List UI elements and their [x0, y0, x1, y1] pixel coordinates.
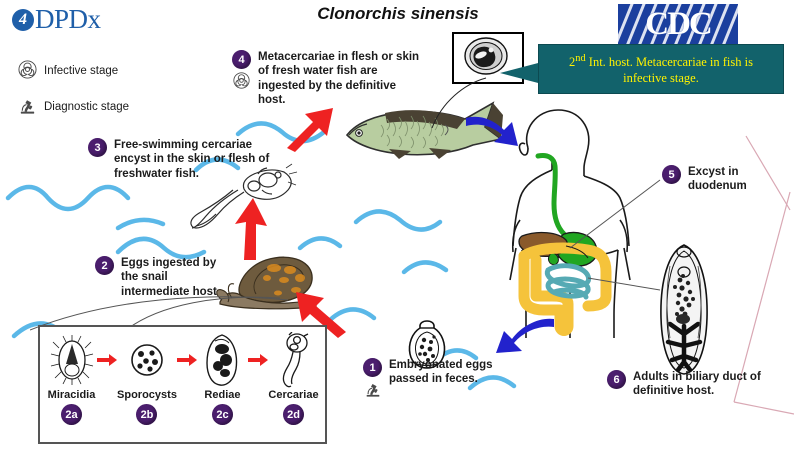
step-4: 4 Metacercariae in flesh or skin of fres…: [232, 50, 422, 108]
step-6-text: Adults in biliary duct of definitive hos…: [633, 371, 761, 398]
callout-bubble: 2nd Int. host. Metacercariae in fish is …: [538, 44, 784, 94]
fish-illustration: [345, 101, 503, 159]
step-1-markers: 1: [363, 358, 382, 403]
legend-item-infective-stage: Infective stage: [18, 60, 118, 82]
sporocyst-illustration: [117, 332, 177, 388]
dpdx-logo: 4 DPDx: [12, 6, 101, 33]
inset-arrow-2-icon: [176, 332, 197, 388]
step-4-markers: 4: [232, 50, 251, 94]
human-body-digestive-system-illustration: [509, 109, 661, 338]
red-arrow-cercaria-to-fish: [287, 108, 333, 152]
snail-stage-rediae: Rediae 2c: [197, 332, 248, 425]
callout-tail: [500, 62, 542, 84]
step-5: 5 Excyst in duodenum: [662, 165, 782, 194]
inset-arrow-1-icon: [97, 332, 118, 388]
blue-arrow-fish-to-human: [466, 116, 518, 146]
cdc-wordmark: CDC: [645, 5, 713, 42]
callout-ordinal-suffix: nd: [575, 52, 586, 64]
step-6-number: 6: [607, 370, 626, 389]
biohazard-icon: [233, 72, 250, 94]
adult-fluke-illustration: [660, 244, 708, 375]
free-swimming-cercaria-illustration: [190, 163, 298, 229]
step-2-text: Eggs ingested by the snail intermediate …: [121, 257, 221, 298]
legend-label-diagnostic-stage: Diagnostic stage: [44, 101, 130, 113]
callout-prefix: 2: [569, 54, 576, 69]
snail-stage-number: 2a: [61, 404, 83, 425]
blue-arrow-human-to-eggs: [496, 318, 554, 353]
step-4-number: 4: [232, 50, 251, 69]
microscope-icon: [18, 96, 37, 118]
water-waves-decoration: [5, 121, 449, 347]
cdc-logo: CDC: [618, 4, 738, 44]
step-2-number: 2: [95, 256, 114, 275]
snail-stage-sporocysts: Sporocysts 2b: [117, 332, 177, 425]
biohazard-icon: [18, 60, 37, 82]
snail-stage-number: 2c: [211, 404, 233, 425]
cercaria-illustration: [268, 332, 319, 388]
snail-stage-label: Sporocysts: [117, 389, 177, 401]
snail-stage-label: Rediae: [204, 389, 241, 401]
snail-stage-miracidia: Miracidia 2a: [46, 332, 97, 425]
callout-rest: Int. host. Metacercariae in fish is infe…: [585, 54, 753, 85]
microscope-icon: [364, 380, 382, 403]
embryonated-egg-illustration: [408, 320, 446, 369]
step-5-number: 5: [662, 165, 681, 184]
dpdx-wordmark: DPDx: [35, 4, 101, 34]
step-2: 2 Eggs ingested by the snail intermediat…: [95, 256, 230, 299]
callout-text: 2nd Int. host. Metacercariae in fish is …: [539, 45, 783, 93]
miracidium-illustration: [46, 332, 97, 388]
step-6: 6 Adults in biliary duct of definitive h…: [607, 370, 787, 399]
snail-box-connector-lines: [30, 296, 289, 331]
snail-illustration: [216, 256, 317, 310]
cyst-pointer-line: [431, 77, 487, 129]
pink-guide-lines-decoration: [733, 135, 794, 415]
red-arrow-snail-to-cercaria: [235, 198, 267, 260]
legend-item-diagnostic-stage: Diagnostic stage: [18, 96, 129, 118]
step-4-text: Metacercariae in flesh or skin of fresh …: [258, 51, 420, 107]
step-1-text: Embryonated eggs passed in feces.: [389, 359, 493, 386]
snail-stage-label: Cercariae: [268, 389, 319, 401]
snail-stages-inset-box: Miracidia 2a Sporocysts 2b: [38, 325, 327, 444]
inset-arrow-3-icon: [247, 332, 268, 388]
snail-stage-label: Miracidia: [47, 389, 96, 401]
snail-stage-number: 2d: [283, 404, 304, 425]
step-5-text: Excyst in duodenum: [688, 166, 747, 193]
page-title: Clonorchis sinensis: [317, 4, 479, 23]
step-1: 1 Embryonated eggs passed in feces.: [363, 358, 523, 403]
step-3-text: Free-swimming cercariae encyst in the sk…: [114, 139, 270, 180]
dpdx-badge-icon: 4: [12, 8, 34, 31]
step-3-number: 3: [88, 138, 107, 157]
step-1-number: 1: [363, 358, 382, 377]
step-3: 3 Free-swimming cercariae encyst in the …: [88, 138, 288, 181]
legend-label-infective-stage: Infective stage: [44, 65, 119, 77]
redia-illustration: [197, 332, 248, 388]
snail-stage-number: 2b: [136, 404, 158, 425]
red-arrow-eggs-to-snail: [296, 292, 346, 338]
snail-stage-cercariae: Cercariae 2d: [268, 332, 319, 425]
